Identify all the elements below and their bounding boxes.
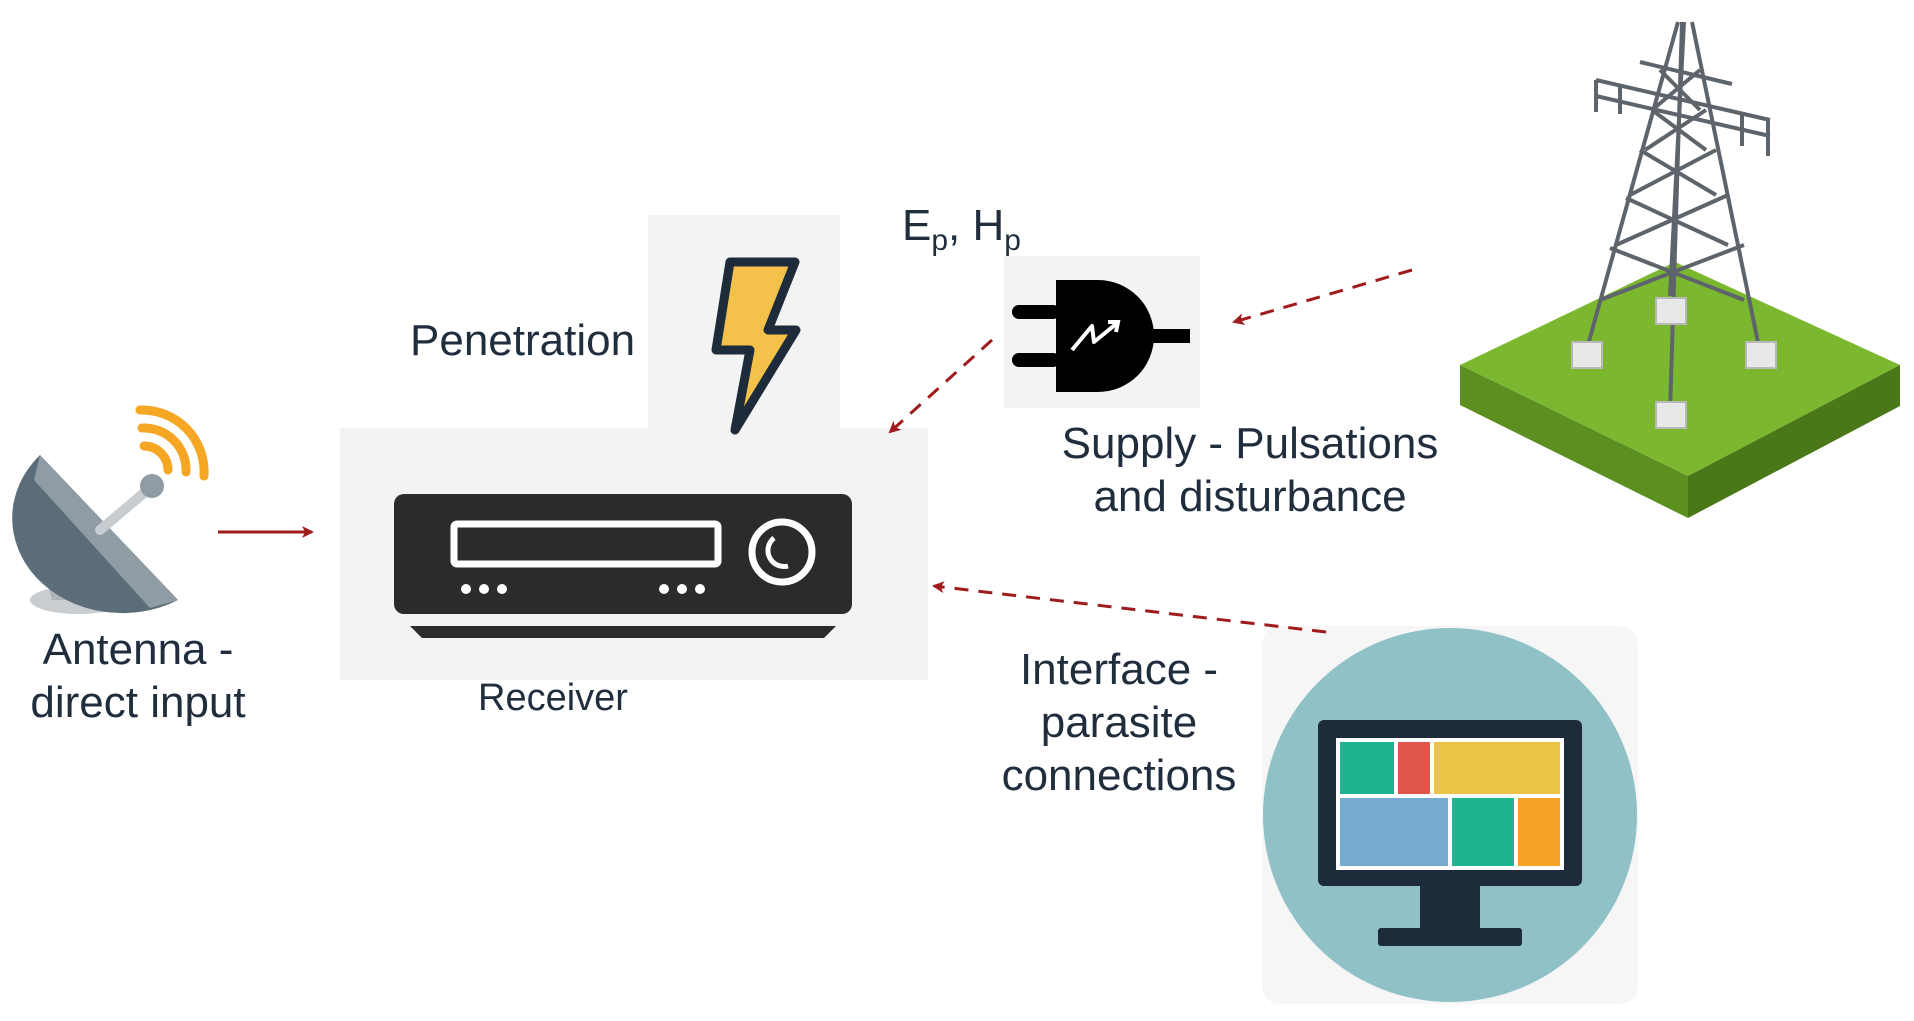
antenna-label-line-2: direct input: [30, 677, 246, 727]
field-separator: ,: [948, 201, 973, 250]
antenna-label-line-1: Antenna -: [42, 625, 234, 674]
field-e: E: [902, 201, 932, 250]
lightning-icon: [711, 257, 801, 435]
supply-label-line-2: and disturbance: [1093, 471, 1407, 521]
penetration-label: Penetration: [410, 316, 636, 365]
supply-label-line-1: Supply - Pulsations: [1061, 419, 1439, 468]
receiver-label: Receiver: [478, 677, 628, 719]
field-h-subscript: p: [1004, 223, 1021, 257]
interface-label-line-2: parasite: [1040, 697, 1198, 747]
power-plug-icon: [1012, 280, 1190, 392]
interface-to-receiver-arrow: [932, 581, 1327, 634]
antenna-label: Antenna - direct input: [8, 624, 268, 730]
field-h: H: [972, 201, 1005, 250]
monitor-icon: [1263, 628, 1637, 1002]
satellite-dish-icon: [12, 405, 209, 614]
interface-label: Interface - parasite connections: [976, 644, 1262, 802]
receiver-icon: [394, 494, 852, 638]
plug-to-receiver-arrow: [888, 338, 994, 434]
field-e-subscript: p: [931, 223, 949, 257]
tower-to-plug-arrow: [1232, 268, 1413, 325]
power-tower-icon: [1460, 21, 1900, 518]
supply-label: Supply - Pulsations and disturbance: [1040, 418, 1460, 524]
interface-label-line-3: connections: [1001, 750, 1237, 800]
field-label: Ep, Hp: [902, 200, 1021, 259]
interface-label-line-1: Interface -: [1019, 645, 1219, 694]
